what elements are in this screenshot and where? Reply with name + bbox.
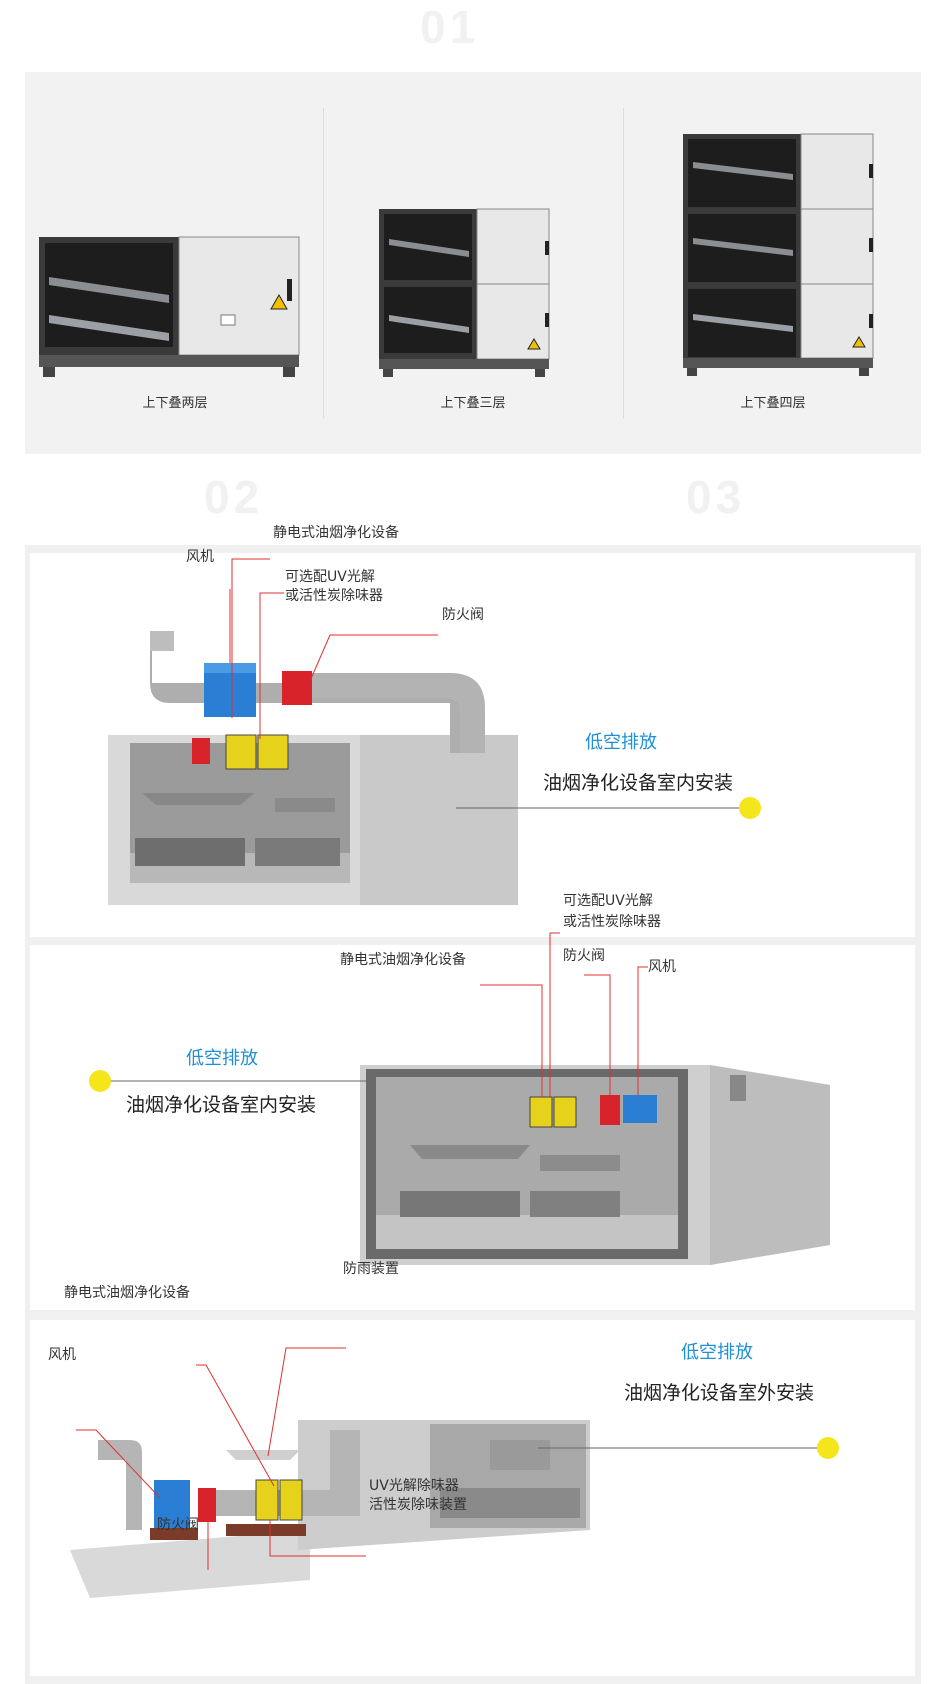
scene-illustration [89,932,830,1265]
scene-subtitle: 油烟净化设备室外安装 [624,1382,815,1404]
section-number-02: 02 [204,471,264,523]
scene-title: 低空排放 [585,732,657,753]
scene-title: 低空排放 [186,1048,258,1069]
label-valve: 防火阀 [442,607,484,623]
label-uv-line2: 或活性炭除味器 [563,914,661,930]
section-number-03: 03 [686,471,746,523]
section-number-01: 01 [420,1,480,53]
scene-indoor-1 [30,553,915,937]
label-uv-line2: 活性炭除味装置 [369,1497,467,1513]
label-esp: 静电式油烟净化设备 [340,952,466,968]
product-panel: 上下叠两层 上下叠三层 上下叠四层 [25,72,921,454]
product-caption: 上下叠四层 [740,396,806,411]
label-esp: 静电式油烟净化设备 [273,525,399,541]
label-rain-cover: 防雨装置 [343,1261,399,1277]
product-caption: 上下叠三层 [440,396,506,411]
scene-subtitle: 油烟净化设备室内安装 [543,772,734,794]
scene-illustration [70,1347,839,1598]
scene-title: 低空排放 [681,1342,753,1363]
product-caption: 上下叠两层 [142,396,208,411]
scene-subtitle: 油烟净化设备室内安装 [126,1094,317,1116]
scene-illustration [108,558,761,905]
label-fan: 风机 [648,959,676,975]
label-valve: 防火阀 [563,948,605,964]
divider [623,108,624,418]
divider [323,108,324,418]
label-fan: 风机 [48,1347,76,1363]
scene-outdoor [30,1320,915,1676]
two-layer-unit-image [39,236,300,377]
label-valve: 防火阀 [157,1517,199,1533]
label-fan: 风机 [186,549,214,565]
label-uv-line1: 可选配UV光解 [285,569,375,585]
scene-indoor-2 [30,932,915,1310]
four-layer-unit-image [683,133,874,376]
three-layer-unit-image [379,208,550,377]
label-uv-line1: UV光解除味器 [369,1478,459,1494]
label-esp: 静电式油烟净化设备 [64,1285,190,1301]
label-uv-line2: 或活性炭除味器 [285,588,383,604]
label-uv-line1: 可选配UV光解 [563,893,653,909]
